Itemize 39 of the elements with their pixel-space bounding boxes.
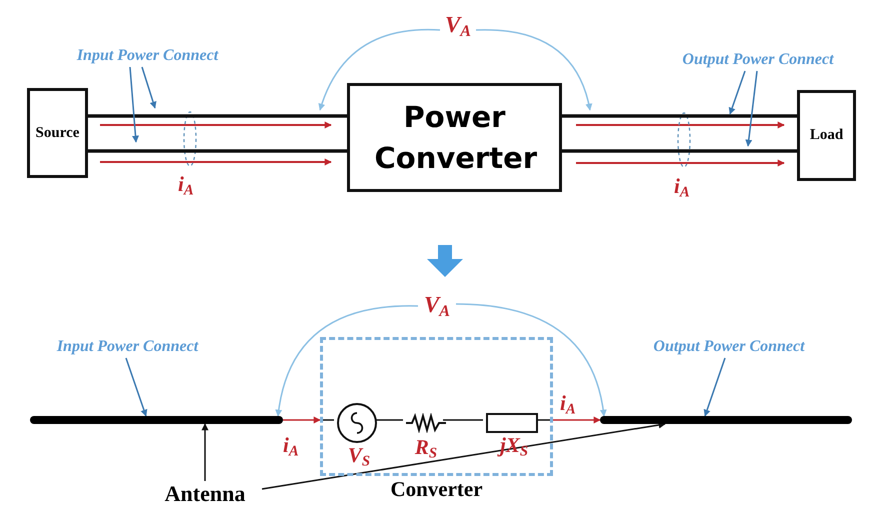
connect-label: Input Power Connect — [30, 338, 225, 358]
converter-box — [347, 83, 562, 192]
arrow — [129, 66, 139, 143]
antenna-bar — [600, 416, 852, 424]
connect-label: Output Power Connect — [662, 51, 854, 71]
arrow — [283, 416, 321, 424]
current-label: i$_{A}$ — [178, 172, 194, 200]
arrow — [476, 29, 592, 111]
arrow — [456, 303, 606, 417]
source-box — [27, 88, 88, 178]
load-box — [797, 90, 856, 181]
antenna-label: Antenna — [148, 481, 262, 509]
wire — [88, 114, 347, 118]
voltage-label: V$_{A}$ — [440, 12, 476, 42]
connect-label: Input Power Connect — [55, 47, 240, 67]
arrow — [276, 305, 418, 417]
current-label: i$_{A}$ — [674, 174, 690, 202]
box-label: Load — [810, 127, 844, 144]
arrow — [125, 358, 148, 417]
wire — [562, 114, 797, 118]
voltage-label: V$_{A}$ — [418, 292, 456, 324]
arrow — [262, 422, 666, 490]
wire — [443, 419, 483, 421]
connect-label: Output Power Connect — [628, 338, 830, 358]
box-label: Power Converter — [374, 98, 534, 176]
wire — [562, 149, 797, 153]
arrow — [728, 70, 746, 115]
arrow — [704, 358, 726, 417]
component-label: R$_{S}$ — [414, 436, 438, 462]
antenna-bar — [30, 416, 283, 424]
arrow — [745, 70, 758, 147]
arrow — [318, 28, 440, 111]
converter-label: Converter — [389, 477, 484, 502]
arrow — [553, 416, 601, 424]
box-label: Source — [36, 124, 80, 142]
arrow — [202, 423, 208, 481]
arrow — [141, 66, 156, 109]
component-label: V$_{S}$ — [346, 444, 372, 470]
wire — [88, 149, 347, 153]
